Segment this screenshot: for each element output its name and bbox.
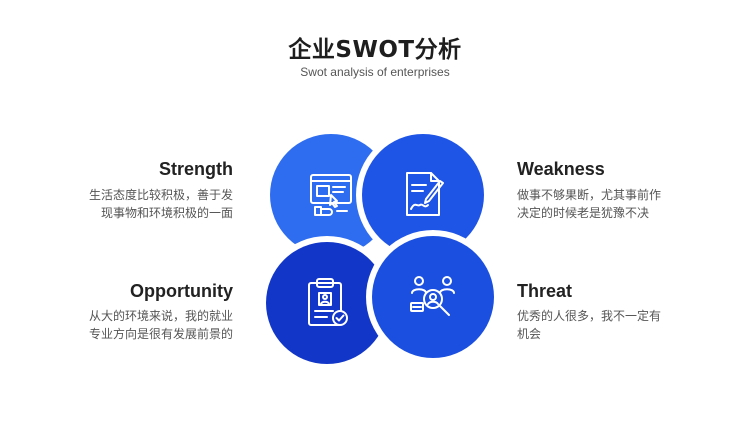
clipboard-check-icon xyxy=(308,278,348,326)
strength-desc-line1: 生活态度比较积极，善于发 xyxy=(88,188,233,202)
computer-touch-icon xyxy=(310,174,352,216)
threat-label: Threat xyxy=(517,281,573,301)
opportunity-desc-line1: 从大的环境来说，我的就业 xyxy=(88,309,233,323)
opportunity-circle xyxy=(266,242,388,364)
opportunity-label: Opportunity xyxy=(130,281,233,301)
strength-desc-line2: 现事物和环境积极的一面 xyxy=(100,206,233,220)
opportunity-desc-line2: 专业方向是很有发展前景的 xyxy=(88,327,233,341)
threat-circle xyxy=(372,236,494,358)
weakness-label: Weakness xyxy=(517,159,605,179)
threat-desc-line2: 机会 xyxy=(517,327,542,341)
threat-description: 优秀的人很多，我不一定有 机会 xyxy=(517,307,677,343)
document-pen-icon xyxy=(406,172,444,216)
weakness-circle xyxy=(362,134,484,256)
opportunity-description: 从大的环境来说，我的就业 专业方向是很有发展前景的 xyxy=(73,307,233,343)
strength-description: 生活态度比较积极，善于发 现事物和环境积极的一面 xyxy=(73,186,233,222)
weakness-desc-line1: 做事不够果断，尤其事前作 xyxy=(517,188,662,202)
weakness-description: 做事不够果断，尤其事前作 决定的时候老是犹豫不决 xyxy=(517,186,677,222)
strength-label: Strength xyxy=(159,159,233,179)
page-title: 企业SWOT分析 xyxy=(288,37,462,63)
weakness-desc-line2: 决定的时候老是犹豫不决 xyxy=(517,206,650,220)
threat-desc-line1: 优秀的人很多，我不一定有 xyxy=(517,309,662,323)
page-subtitle: Swot analysis of enterprises xyxy=(300,65,450,79)
people-search-icon xyxy=(410,276,455,316)
